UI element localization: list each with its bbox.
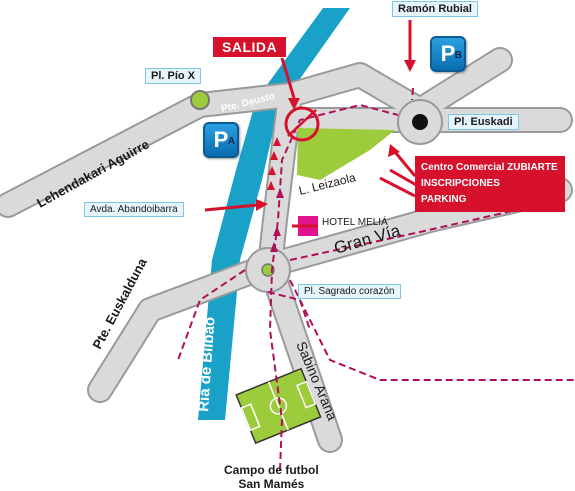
label-pl-sagrado: Pl. Sagrado corazón (298, 284, 401, 299)
roundabout-sagrado-center (261, 263, 275, 277)
roundabout-pio-x (190, 90, 210, 110)
campo-line-2: San Mamés (238, 477, 305, 491)
route (177, 87, 575, 471)
parking-b-letter: P (440, 41, 456, 66)
label-pl-euskadi: Pl. Euskadi (448, 114, 519, 130)
label-avda-abandoibarra: Avda. Abandoibarra (84, 202, 184, 217)
parking-b-sub: B (454, 50, 462, 61)
salida-slash (287, 109, 317, 137)
label-hotel-melia: HOTEL MELIÁ (322, 217, 388, 228)
parking-b-icon: P B (430, 36, 466, 72)
route-arrows (270, 188, 284, 252)
label-campo: Campo de futbol San Mamés (224, 463, 319, 491)
centro-line-2: INSCRIPCIONES (421, 178, 500, 189)
campo-line-1: Campo de futbol (224, 463, 319, 477)
centro-comercial-box: Centro Comercial ZUBIARTE INSCRIPCIONES … (415, 156, 565, 212)
parking-a-letter: P (213, 127, 229, 152)
parking-a-icon: P A (203, 122, 239, 158)
centro-line-3: PARKING (421, 194, 467, 205)
parking-a-sub: A (227, 136, 235, 147)
label-ramon-rubial: Ramón Rubial (392, 1, 478, 17)
salida-circle (284, 106, 320, 142)
label-ria-bilbao: Ría de Bilbao (195, 316, 219, 412)
exit-markers (267, 137, 281, 190)
salida-tag: SALIDA (213, 37, 287, 57)
pointer-arrows (204, 20, 419, 228)
roundabout-euskadi-center (412, 114, 428, 130)
centro-line-1: Centro Comercial ZUBIARTE (421, 162, 558, 173)
label-pio-x: Pl. Pío X (145, 68, 202, 84)
zubiarte-block (297, 128, 395, 180)
